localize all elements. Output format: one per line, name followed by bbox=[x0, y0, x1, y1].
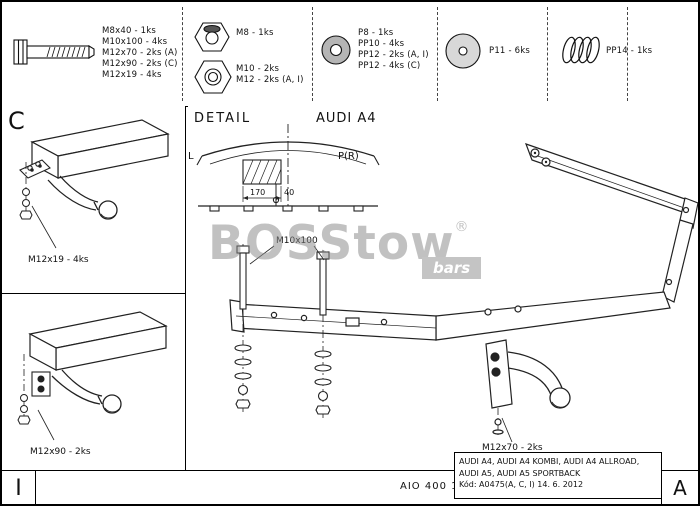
i-swan-neck bbox=[51, 369, 103, 405]
strip-divider bbox=[627, 7, 628, 101]
part-label: P11 - 6ks bbox=[489, 46, 530, 56]
side-right-label: P(R) bbox=[338, 151, 359, 162]
sheet-letter-i: I bbox=[2, 471, 36, 504]
part-label: M12x70 - 2ks (A) bbox=[102, 48, 178, 58]
part-label: M8x40 - 1ks bbox=[102, 26, 157, 36]
spring-label: PP14 - 1ks bbox=[606, 46, 652, 57]
hex-nut-labels: M10 - 2ks M12 - 2ks (A, I) bbox=[236, 64, 304, 86]
large-washer-icon bbox=[445, 33, 481, 69]
panel-c-drawing: M12x19 - 4ks bbox=[19, 119, 170, 265]
panel-i-drawing: M12x90 - 2ks bbox=[17, 311, 168, 457]
bolt-shaft bbox=[239, 252, 247, 310]
strip-divider bbox=[182, 7, 183, 101]
part-label: PP12 - 2ks (A, I) bbox=[358, 50, 429, 60]
m10-bolt-assembly: M10x100 bbox=[234, 236, 332, 420]
detail-bracket-hatched bbox=[242, 159, 282, 185]
part-label: PP12 - 4ks (C) bbox=[358, 61, 421, 71]
panel-c-part-label: M12x19 - 4ks bbox=[28, 255, 89, 265]
detail-title: DETAIL bbox=[194, 111, 251, 126]
part-label: M10 - 2ks bbox=[236, 64, 280, 74]
lock-nut-label: M8 - 1ks bbox=[236, 28, 274, 39]
bumper-end-hook bbox=[196, 155, 203, 166]
detail-baseline-feet bbox=[209, 205, 364, 212]
neck-outer bbox=[507, 351, 563, 389]
parts-strip: M8x40 - 1ks M10x100 - 4ks M12x70 - 2ks (… bbox=[2, 2, 698, 107]
i-bracket bbox=[31, 371, 51, 397]
i-fastener-stack bbox=[17, 354, 31, 425]
strip-divider bbox=[312, 7, 313, 101]
m12x70-label: M12x70 - 2ks bbox=[482, 443, 543, 453]
hex-nut-icon bbox=[194, 60, 232, 94]
part-label: P8 - 1ks bbox=[358, 28, 394, 38]
c-leader-line bbox=[31, 205, 57, 249]
washer-stack-left bbox=[234, 344, 252, 409]
drawing-code: AIO 400 12 3 bbox=[400, 481, 478, 492]
bottom-rail bbox=[435, 291, 671, 341]
large-washer-label: P11 - 6ks bbox=[489, 46, 530, 57]
strip-divider bbox=[437, 7, 438, 101]
strip-divider bbox=[547, 7, 548, 101]
i-leader-line bbox=[37, 409, 55, 441]
assembly-drawing: DETAIL AUDI A4 bbox=[188, 111, 698, 453]
dim-170-label: 170 bbox=[250, 188, 265, 197]
c-flange-plate bbox=[19, 159, 51, 179]
vehicle-code-line: Kód: A0475(A, C, I) 14. 6. 2012 bbox=[459, 480, 584, 490]
vehicle-line: AUDI A5, AUDI A5 SPORTBACK bbox=[459, 468, 581, 478]
panel-i-part-label: M12x90 - 2ks bbox=[30, 447, 91, 457]
bumper-inner-line bbox=[209, 150, 367, 165]
bolt-head bbox=[236, 245, 250, 254]
right-side-rail bbox=[661, 219, 694, 303]
towbar-frame bbox=[229, 143, 698, 341]
c-swan-neck bbox=[47, 175, 99, 211]
main-drawing-area: DETAIL AUDI A4 bbox=[188, 106, 698, 470]
dim-40-label: 40 bbox=[284, 188, 294, 197]
bracket-bolt bbox=[490, 352, 500, 362]
neck-inner bbox=[507, 367, 553, 399]
detail-dimension-170 bbox=[242, 186, 282, 202]
bumper-end-hook bbox=[373, 155, 380, 166]
lock-nut-icon bbox=[194, 22, 230, 52]
m10-bolt-label: M10x100 bbox=[276, 236, 318, 246]
part-label: M12x90 - 2ks (C) bbox=[102, 59, 178, 69]
part-label: M12 - 2ks (A, I) bbox=[236, 75, 304, 85]
c-tow-ball bbox=[98, 200, 118, 220]
washer-stack-right bbox=[314, 350, 332, 415]
panel-i: M12x90 - 2ks bbox=[2, 294, 186, 470]
vehicle-info-box: AUDI A4, AUDI A4 KOMBI, AUDI A4 ALLROAD,… bbox=[454, 452, 662, 499]
part-label: M12x19 - 4ks bbox=[102, 70, 162, 80]
ball-mount: M12x70 - 2ks bbox=[482, 339, 571, 453]
detail-drawing: DETAIL AUDI A4 bbox=[188, 111, 380, 212]
bracket-bolt bbox=[491, 367, 501, 377]
panel-c: C bbox=[2, 106, 186, 294]
part-label: M8 - 1ks bbox=[236, 28, 274, 38]
vehicle-line: AUDI A4, AUDI A4 KOMBI, AUDI A4 ALLROAD, bbox=[459, 457, 640, 466]
bolt-icon bbox=[13, 39, 95, 65]
tow-ball bbox=[549, 387, 571, 409]
i-tow-ball bbox=[102, 394, 122, 414]
i-crossbar-tube bbox=[28, 311, 168, 372]
part-label: PP10 - 4ks bbox=[358, 39, 405, 49]
part-label: PP14 - 1ks bbox=[606, 46, 653, 56]
bolt-shaft bbox=[319, 258, 327, 316]
spring-icon bbox=[562, 36, 600, 64]
side-left-label: L bbox=[188, 151, 194, 162]
top-beam bbox=[524, 143, 696, 217]
washer-icon bbox=[321, 35, 351, 65]
right-corner-plate bbox=[679, 197, 698, 229]
panel-c-letter: C bbox=[8, 107, 25, 135]
c-fastener-stack bbox=[19, 162, 33, 220]
bolt-labels: M8x40 - 1ks M10x100 - 4ks M12x70 - 2ks (… bbox=[102, 26, 178, 81]
detail-vehicle-label: AUDI A4 bbox=[316, 111, 377, 126]
washer-labels: P8 - 1ks PP10 - 4ks PP12 - 2ks (A, I) PP… bbox=[358, 28, 429, 72]
sheet-letter-a: A bbox=[661, 471, 698, 504]
part-label: M10x100 - 4ks bbox=[102, 37, 168, 47]
c-crossbar-tube bbox=[30, 119, 170, 180]
